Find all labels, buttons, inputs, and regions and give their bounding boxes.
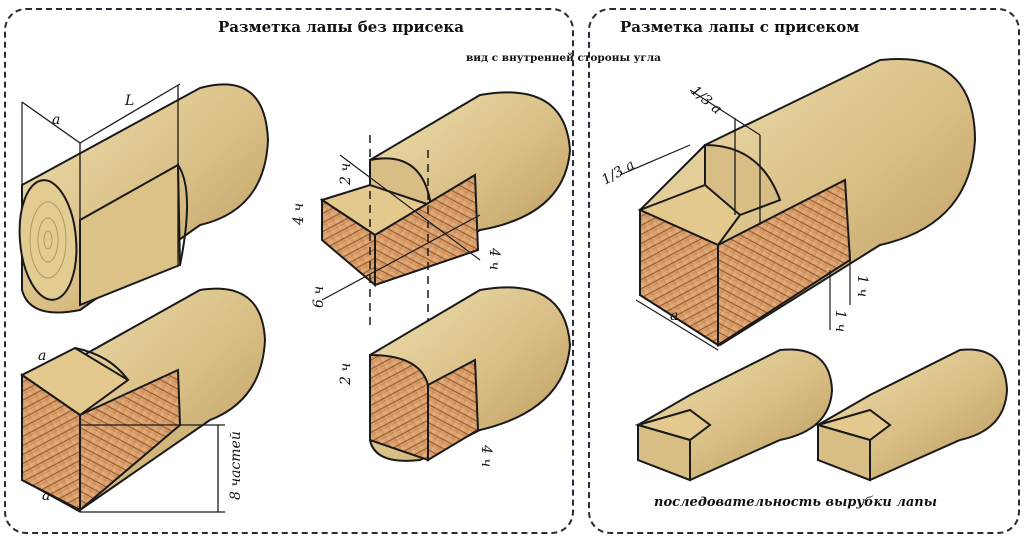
log-figure-2 <box>20 287 267 513</box>
label-a-3: a <box>42 488 50 504</box>
label-third-a-2: 1/3 a <box>599 157 638 189</box>
sequence-figure-1 <box>634 348 834 482</box>
label-2ch-1: 2 ч <box>338 163 354 186</box>
label-4ch-3: 4 ч <box>478 444 494 467</box>
caption-cutting-sequence: последовательность вырубки лапы <box>654 495 937 510</box>
log-figure-3 <box>319 91 572 340</box>
label-L: L <box>124 93 134 109</box>
label-4ch-1: 4 ч <box>291 203 307 226</box>
label-6ch: 6 ч <box>311 286 327 308</box>
label-2ch-2: 2 ч <box>338 363 354 386</box>
log-figure-5 <box>619 58 977 351</box>
label-a-2: a <box>38 348 46 364</box>
label-4ch-2: 4 ч <box>486 247 502 270</box>
label-a-4: a <box>670 308 678 324</box>
label-a-1: a <box>52 112 60 128</box>
panel-without-notch <box>4 8 574 534</box>
title-without-notch: Разметка лапы без присека <box>218 18 464 36</box>
label-third-a-1: 1/3 a <box>687 83 724 118</box>
sequence-figure-2 <box>814 348 1009 482</box>
log-figure-1 <box>18 83 270 314</box>
label-8-parts: 8 частей <box>228 431 244 500</box>
label-1ch-1: 1 ч <box>832 310 848 332</box>
label-1ch-2: 1 ч <box>854 275 870 297</box>
log-figure-4 <box>369 286 572 462</box>
subtitle-inner-view: вид с внутренней стороны угла <box>466 52 661 64</box>
title-with-notch: Разметка лапы с присеком <box>620 18 860 36</box>
panel-with-notch <box>588 8 1020 534</box>
